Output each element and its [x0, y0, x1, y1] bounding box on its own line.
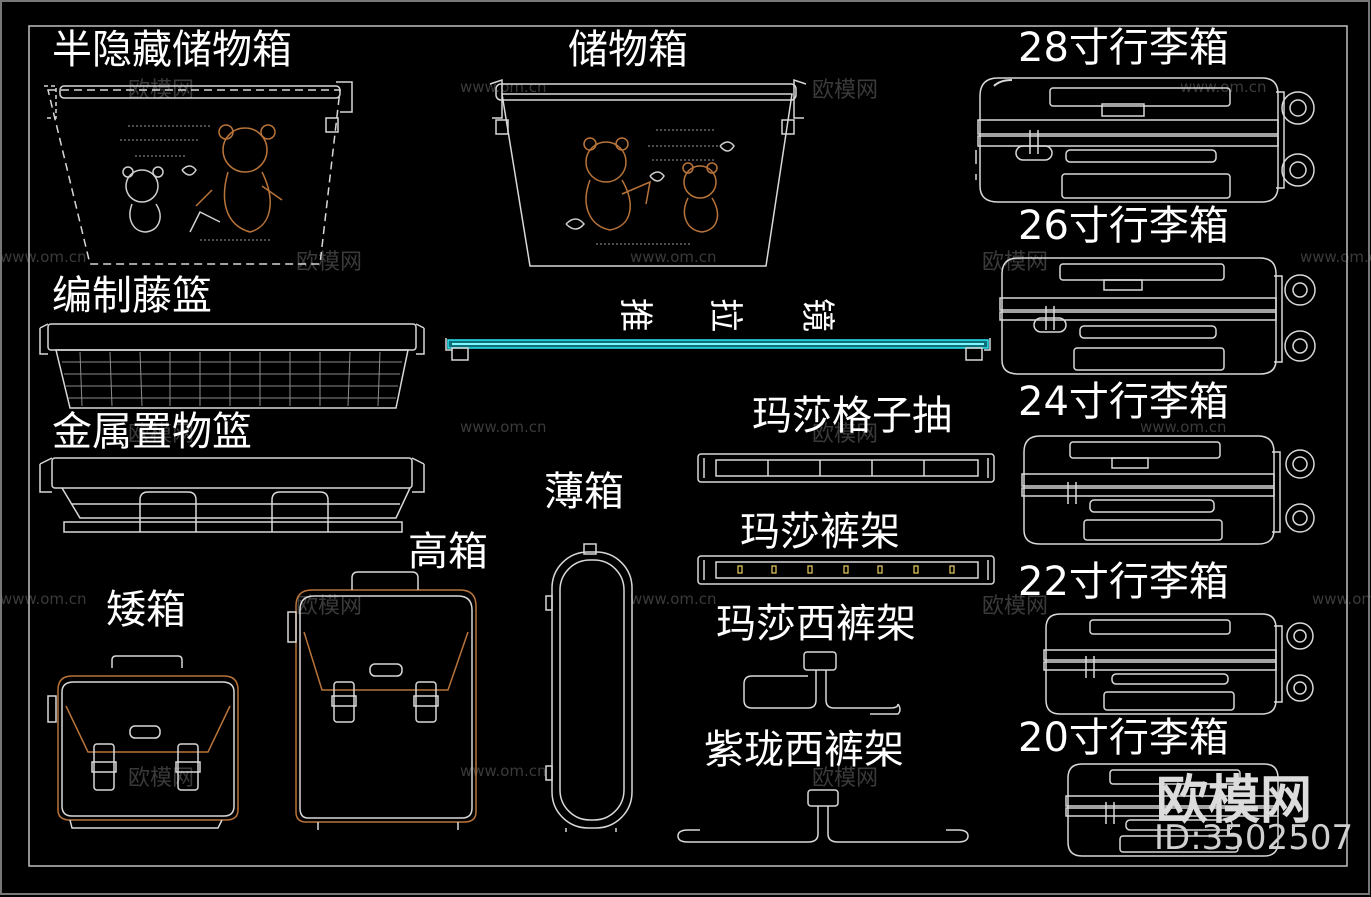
watermark: 欧模网	[812, 766, 879, 791]
zilong-trouser-rack-drawing	[677, 789, 969, 843]
watermark: 欧模网	[128, 422, 195, 447]
label-zilong-trouser-rack: 紫珑西裤架	[704, 727, 904, 773]
luggage-28-drawing	[975, 77, 1315, 203]
label-woven-basket: 编制藤篮	[52, 273, 212, 319]
label-luggage-26: 26寸行李箱	[1018, 203, 1229, 249]
metal-basket-drawing	[39, 457, 425, 533]
watermark: 欧模网	[812, 422, 879, 447]
watermark-url: www.om.cn	[460, 762, 547, 780]
luggage-22-drawing	[1043, 613, 1314, 715]
watermark: 欧模网	[128, 766, 195, 791]
luggage-24-drawing	[1021, 435, 1315, 545]
push-pull-mirror-drawing	[445, 338, 991, 361]
mirror-label-char: 推	[615, 298, 655, 332]
short-box-drawing	[47, 655, 239, 829]
storage-box-drawing	[489, 78, 807, 267]
watermark: 欧模网	[982, 594, 1049, 619]
watermark: 欧模网	[812, 78, 879, 103]
masha-grid-drawer-drawing	[697, 453, 995, 483]
watermark: 欧模网	[982, 250, 1049, 275]
tall-box-drawing	[287, 571, 477, 830]
label-short-box: 矮箱	[106, 587, 186, 633]
watermark: 欧模网	[296, 250, 363, 275]
site-logo: 欧模网	[1156, 771, 1313, 831]
label-metal-basket: 金属置物篮	[52, 409, 252, 455]
watermark-url: www.om.cn	[460, 418, 547, 436]
label-masha-grid-drawer: 玛莎格子抽	[752, 393, 952, 439]
watermark-url: www.om.cn	[1180, 78, 1267, 96]
label-luggage-22: 22寸行李箱	[1018, 559, 1229, 605]
label-storage-box: 储物箱	[568, 27, 688, 73]
label-luggage-20: 20寸行李箱	[1018, 715, 1229, 761]
label-luggage-24: 24寸行李箱	[1018, 379, 1229, 425]
label-half-hidden-storage-box: 半隐藏储物箱	[52, 27, 292, 73]
watermark-url: www.om.cn	[630, 248, 717, 266]
watermark-url: www.om.cn	[1140, 418, 1227, 436]
watermark-url: www.om.cn	[0, 590, 87, 608]
watermark-url: www.om.cn	[1312, 590, 1371, 608]
label-masha-trouser-rack: 玛莎西裤架	[716, 601, 916, 647]
watermark-url: www.om.cn	[630, 590, 717, 608]
masha-trouser-rack-drawing	[743, 651, 901, 715]
site-logo-id: ID:3502507	[1154, 818, 1354, 858]
watermark-url: www.om.cn	[460, 78, 547, 96]
woven-basket-drawing	[39, 323, 425, 409]
luggage-20-drawing	[1065, 763, 1279, 857]
label-luggage-28: 28寸行李箱	[1018, 25, 1229, 71]
label-thin-box: 薄箱	[544, 469, 624, 515]
masha-pants-rack-drawing	[697, 555, 995, 585]
watermark-url: www.om.cn	[0, 248, 87, 266]
watermark-url: www.om.cn	[1300, 248, 1371, 266]
drawing-frame-inner	[28, 25, 1348, 867]
label-masha-pants-rack: 玛莎裤架	[740, 509, 900, 555]
mirror-label-char: 镜	[797, 298, 837, 332]
label-tall-box: 高箱	[408, 529, 488, 575]
thin-box-drawing	[545, 543, 633, 832]
luggage-26-drawing	[999, 257, 1316, 375]
half-hidden-storage-box-drawing	[44, 81, 353, 265]
mirror-label-char: 拉	[705, 298, 745, 332]
watermark: 欧模网	[296, 594, 363, 619]
